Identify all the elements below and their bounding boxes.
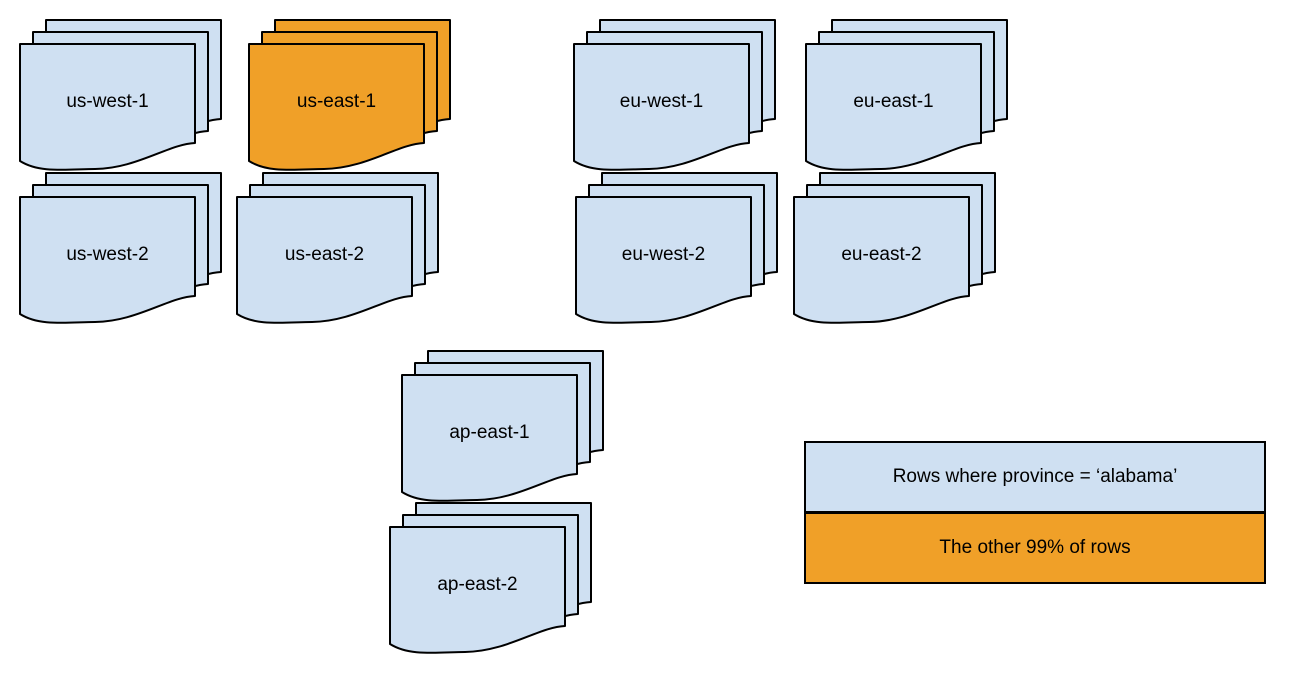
- document-stack-icon: [389, 502, 592, 654]
- document-stack-eu-east-2: eu-east-2: [793, 172, 996, 326]
- document-stack-eu-east-1: eu-east-1: [805, 19, 1008, 173]
- document-stack-icon: [793, 172, 996, 324]
- document-stack-icon: [19, 19, 222, 171]
- document-stack-icon: [573, 19, 776, 171]
- document-stack-eu-west-2: eu-west-2: [575, 172, 778, 326]
- document-stack-us-east-2: us-east-2: [236, 172, 439, 326]
- document-stack-ap-east-1: ap-east-1: [401, 350, 604, 504]
- legend-item-other-rows: The other 99% of rows: [806, 514, 1264, 582]
- document-stack-icon: [248, 19, 451, 171]
- document-stack-icon: [19, 172, 222, 324]
- document-stack-us-east-1: us-east-1: [248, 19, 451, 173]
- document-stack-icon: [805, 19, 1008, 171]
- document-stack-ap-east-2: ap-east-2: [389, 502, 592, 656]
- document-stack-eu-west-1: eu-west-1: [573, 19, 776, 173]
- legend-item-alabama-rows: Rows where province = ‘alabama’: [806, 443, 1264, 514]
- legend-label-alabama-rows: Rows where province = ‘alabama’: [892, 466, 1178, 487]
- document-stack-icon: [236, 172, 439, 324]
- document-stack-icon: [575, 172, 778, 324]
- document-stack-icon: [401, 350, 604, 502]
- legend: Rows where province = ‘alabama’ The othe…: [804, 441, 1266, 584]
- legend-label-other-rows: The other 99% of rows: [939, 537, 1131, 558]
- document-stack-us-west-2: us-west-2: [19, 172, 222, 326]
- document-stack-us-west-1: us-west-1: [19, 19, 222, 173]
